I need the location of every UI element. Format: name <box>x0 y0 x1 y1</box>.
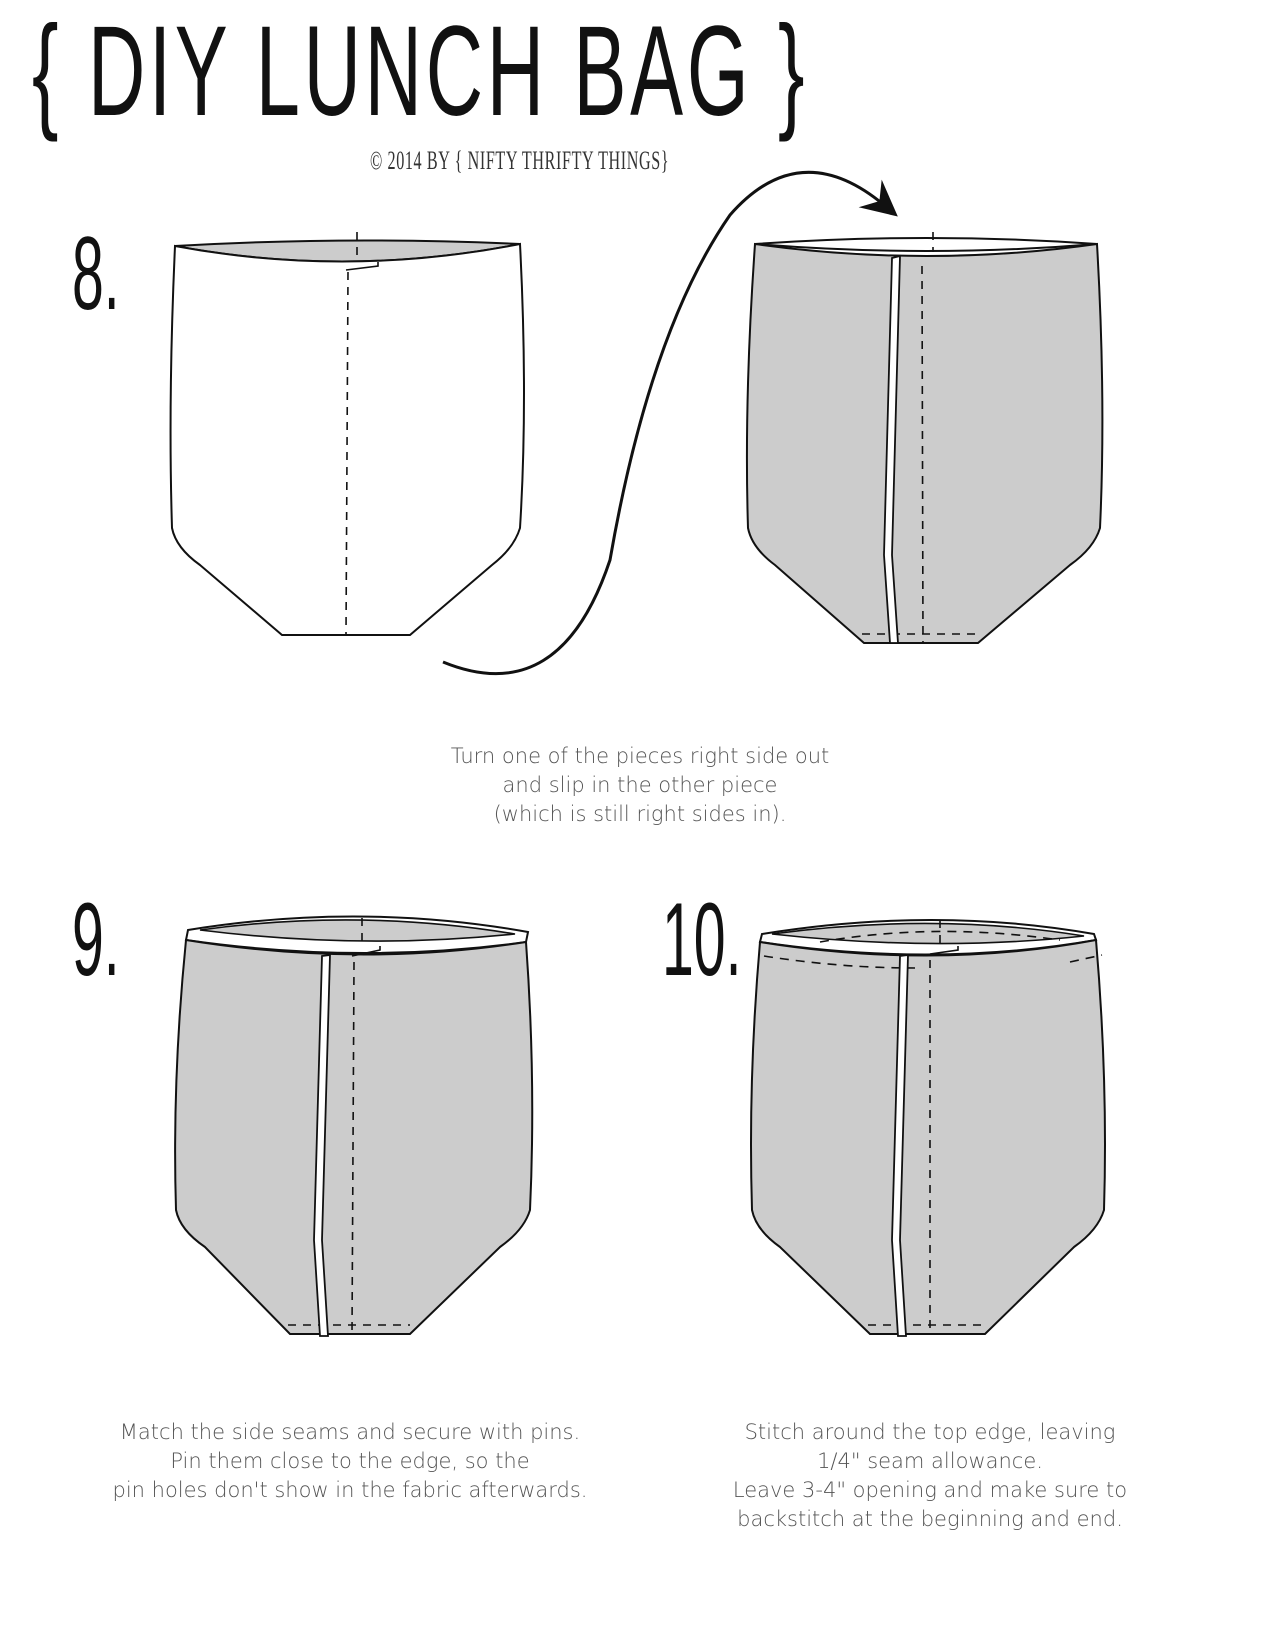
caption-line: backstitch at the beginning and end. <box>737 1507 1123 1531</box>
copyright-line: © 2014 BY { NIFTY THRIFTY THINGS} <box>370 146 670 175</box>
step-10-caption: Stitch around the top edge, leaving 1/4"… <box>720 1418 1140 1534</box>
caption-line: 1/4" seam allowance. <box>817 1449 1043 1473</box>
caption-line: pin holes don't show in the fabric after… <box>112 1478 588 1502</box>
bag-pinned-illustration <box>174 915 534 1337</box>
caption-line: Match the side seams and secure with pin… <box>119 1420 581 1444</box>
page-title: { DIY LUNCH BAG } <box>32 0 809 143</box>
bag-stitched-illustration <box>750 919 1106 1337</box>
step-number-8: 8. <box>72 216 120 332</box>
curved-arrow <box>442 171 898 676</box>
caption-line: Turn one of the pieces right side out <box>450 744 830 768</box>
caption-line: Leave 3-4" opening and make sure to <box>732 1478 1128 1502</box>
bag-right-side-out-illustration <box>745 232 1104 644</box>
step-number-10: 10. <box>662 882 742 998</box>
caption-line: Pin them close to the edge, so the <box>170 1449 530 1473</box>
step-9-caption: Match the side seams and secure with pin… <box>110 1418 590 1505</box>
step-number-9: 9. <box>72 882 120 998</box>
caption-line: and slip in the other piece <box>502 773 778 797</box>
bag-inside-out-illustration <box>169 232 525 636</box>
caption-line: Stitch around the top edge, leaving <box>744 1420 1116 1444</box>
caption-line: (which is still right sides in). <box>493 802 787 826</box>
step-8-caption: Turn one of the pieces right side out an… <box>430 742 850 829</box>
